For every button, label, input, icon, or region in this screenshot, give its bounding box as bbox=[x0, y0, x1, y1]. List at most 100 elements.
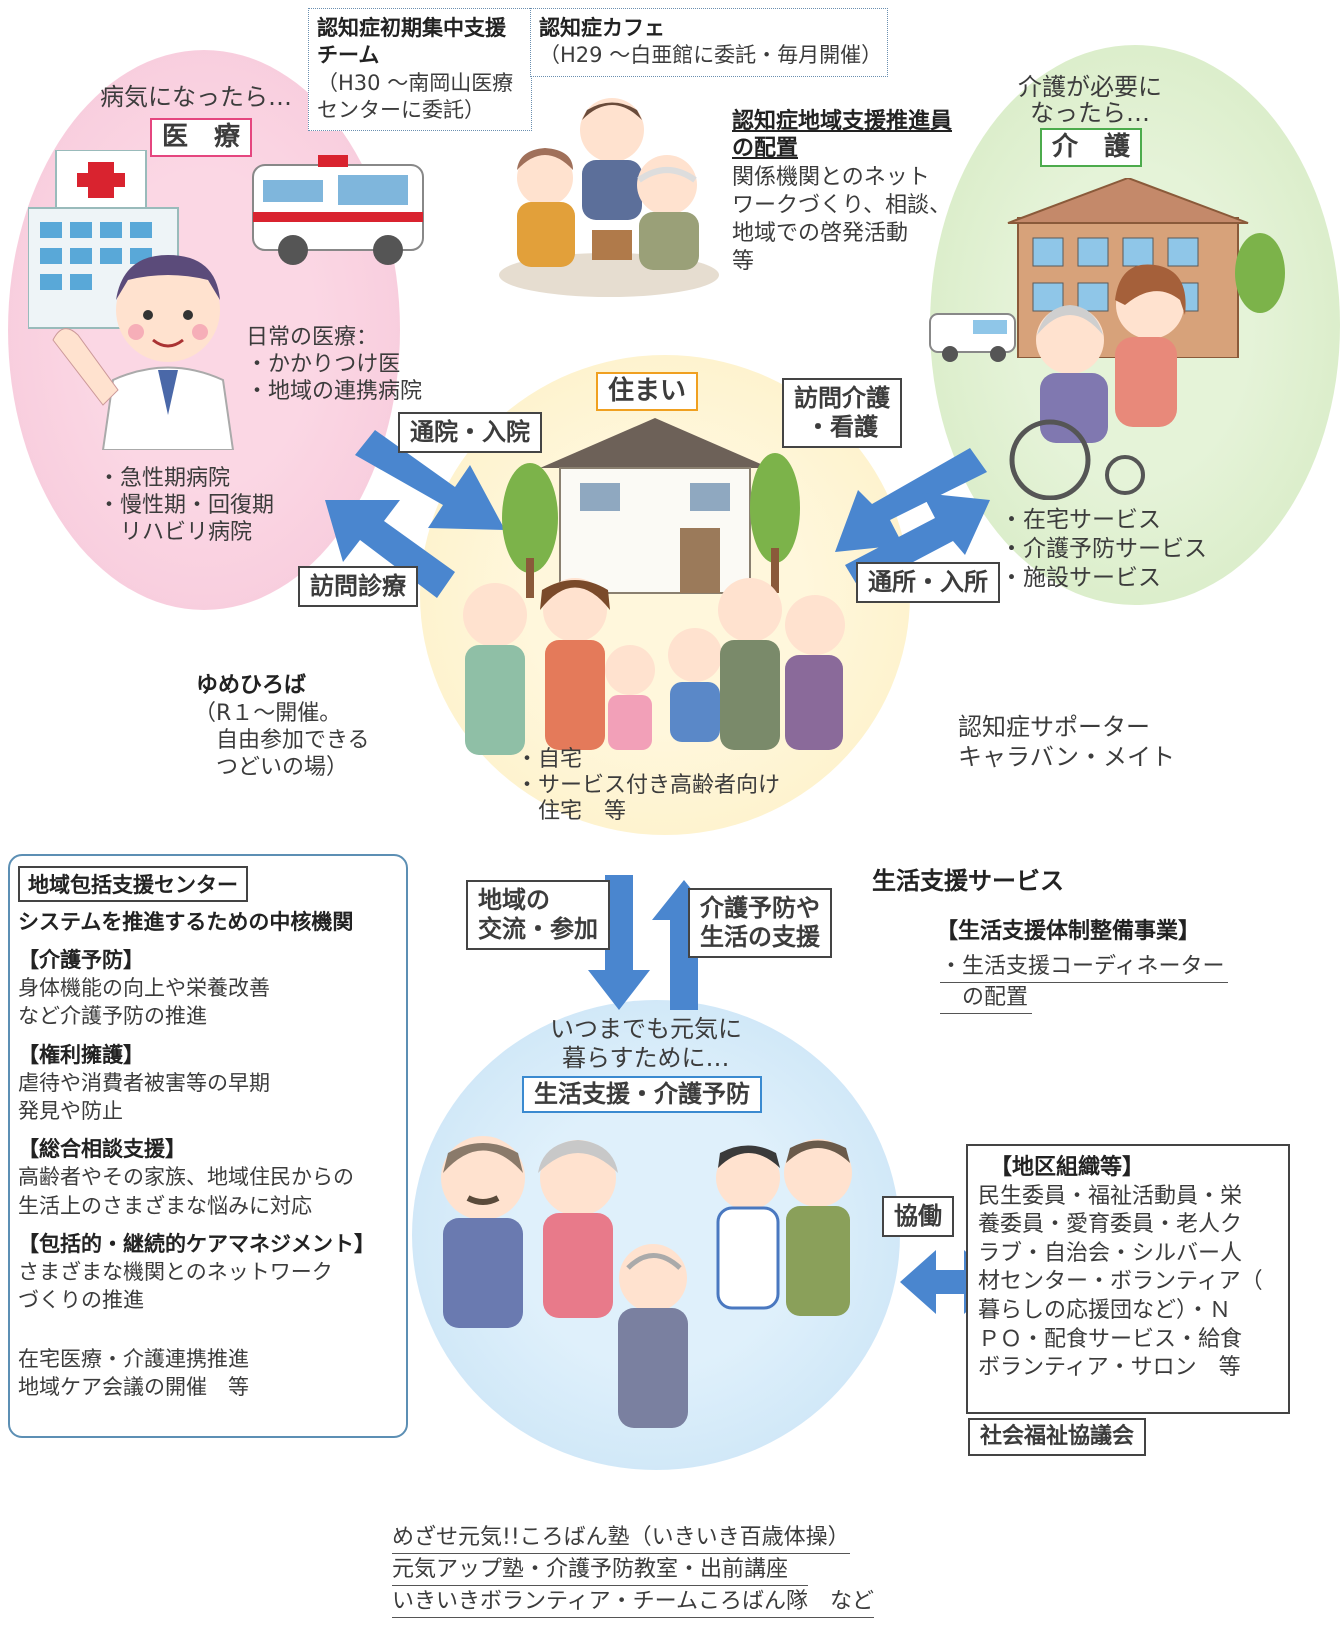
district-line-7: ボランティア・サロン 等 bbox=[978, 1355, 1241, 1381]
council-label: 社会福祉協議会 bbox=[968, 1418, 1147, 1457]
center-footer-1: 在宅医療・介護連携推進 bbox=[18, 1346, 249, 1371]
promoter-line-3: 地域での啓発活動 bbox=[732, 221, 909, 246]
community-label-2: 交流・参加 bbox=[478, 914, 598, 943]
house-illustration bbox=[502, 418, 800, 598]
yumehiroba-title: ゆめひろば bbox=[196, 673, 307, 698]
arrow-visit-care bbox=[835, 448, 987, 552]
yumehiroba-line-3: つどいの場） bbox=[194, 755, 349, 780]
center-section-3-line-1: 高齢者やその家族、地域住民からの bbox=[18, 1165, 354, 1190]
bottom-line-3: いきいきボランティア・チームころばん隊 など bbox=[392, 1588, 875, 1618]
hospital-line-3: リハビリ病院 bbox=[98, 520, 253, 545]
yumehiroba-line-1: （R１～開催。 bbox=[194, 701, 342, 726]
community-center-box: 地域包括支援センター システムを推進するための中核機関 【介護予防】 身体機能の… bbox=[8, 854, 408, 1438]
center-subtitle: システムを推進するための中核機関 bbox=[18, 910, 354, 934]
center-section-2-line-2: 発見や防止 bbox=[18, 1099, 123, 1124]
visit-care-label-2: ・看護 bbox=[806, 412, 878, 441]
district-line-2: 養委員・愛育委員・老人ク bbox=[978, 1212, 1243, 1238]
district-line-4: 材センター・ボランティア（ bbox=[978, 1269, 1263, 1295]
arrow-visit-medical bbox=[325, 500, 455, 598]
visit-care-label: 訪問介護 ・看護 bbox=[782, 378, 902, 448]
center-section-3-head: 【総合相談支援】 bbox=[18, 1137, 186, 1162]
district-line-3: ラブ・自治会・シルバー人 bbox=[978, 1240, 1243, 1266]
visit-care-label-1: 訪問介護 bbox=[794, 384, 890, 412]
hospital-illustration bbox=[28, 150, 179, 329]
cafe-people-illustration bbox=[499, 98, 719, 297]
yumehiroba-line-2: 自由参加できる bbox=[194, 728, 370, 753]
promoter-line-4: 等 bbox=[732, 249, 755, 274]
center-footer-2: 地域ケア会議の開催 等 bbox=[18, 1375, 249, 1400]
district-title: 【地区組織等】 bbox=[990, 1155, 1145, 1180]
ambulance-illustration bbox=[252, 155, 424, 265]
dementia-team-note-2: センターに委託） bbox=[317, 97, 485, 122]
daily-medical-title: 日常の医療： bbox=[246, 325, 379, 350]
family-illustration bbox=[463, 578, 845, 755]
supporter-line-1: 認知症サポーター bbox=[958, 713, 1150, 741]
care-service-1: ・在宅サービス bbox=[1000, 507, 1161, 533]
center-section-3-line-2: 生活上のさまざまな悩みに対応 bbox=[18, 1193, 312, 1218]
center-section-1-head: 【介護予防】 bbox=[18, 948, 144, 972]
life-support-line-1: ・生活支援コーディネーター bbox=[940, 953, 1229, 983]
visit-medical-label: 訪問診療 bbox=[298, 566, 418, 607]
support-label: 介護予防や 生活の支援 bbox=[688, 888, 832, 958]
dementia-team-box: 認知症初期集中支援 チーム （H30 ～南岡山医療 センターに委託） bbox=[308, 8, 532, 132]
housing-item-2: ・サービス付き高齢者向け bbox=[516, 773, 781, 798]
life-support-title: 生活支援サービス bbox=[872, 867, 1064, 895]
dementia-team-title-2: チーム bbox=[317, 43, 380, 68]
care-intro-2: なったら… bbox=[1030, 99, 1150, 127]
support-label-2: 生活の支援 bbox=[700, 922, 820, 951]
dementia-team-note-1: （H30 ～南岡山医療 bbox=[317, 70, 514, 95]
center-section-4-line-2: づくりの推進 bbox=[18, 1288, 144, 1313]
center-section-4-head: 【包括的・継続的ケアマネジメント】 bbox=[18, 1232, 375, 1257]
outpatient-label: 通院・入院 bbox=[398, 412, 542, 453]
center-section-4-line-1: さまざまな機関とのネットワーク bbox=[18, 1260, 333, 1285]
prevention-label: 生活支援・介護予防 bbox=[522, 1076, 762, 1113]
dementia-cafe-title: 認知症カフェ bbox=[539, 16, 665, 40]
wheelchair-illustration bbox=[1009, 264, 1186, 500]
promoter-line-2: ワークづくり、相談、 bbox=[732, 193, 952, 218]
promoter-title-2: の配置 bbox=[732, 136, 799, 161]
housing-item-3: 住宅 等 bbox=[516, 799, 627, 824]
arrow-down bbox=[588, 875, 650, 1010]
center-section-1-line-2: など介護予防の推進 bbox=[18, 1004, 207, 1029]
arrow-outpatient bbox=[355, 430, 505, 530]
daily-medical-item-1: ・かかりつけ医 bbox=[246, 352, 401, 377]
daycare-label: 通所・入所 bbox=[856, 562, 1000, 603]
community-label-1: 地域の bbox=[478, 886, 550, 914]
van-illustration bbox=[929, 313, 1016, 362]
life-support-project: 【生活支援体制整備事業】 bbox=[936, 919, 1201, 944]
care-intro-1: 介護が必要に bbox=[1018, 73, 1162, 101]
promoter-title-1: 認知症地域支援推進員 bbox=[732, 109, 953, 134]
hospital-line-1: ・急性期病院 bbox=[98, 466, 231, 491]
district-line-1: 民生委員・福祉活動員・栄 bbox=[978, 1183, 1243, 1209]
bottom-line-2: 元気アップ塾・介護予防教室・出前講座 bbox=[392, 1556, 809, 1586]
daily-medical-item-2: ・地域の連携病院 bbox=[246, 379, 423, 404]
center-section-2-line-1: 虐待や消費者被害等の早期 bbox=[18, 1070, 270, 1095]
center-title: 地域包括支援センター bbox=[18, 866, 248, 902]
life-support-line-2: の配置 bbox=[940, 984, 1033, 1014]
housing-item-1: ・自宅 bbox=[516, 747, 583, 772]
cooperation-label: 協働 bbox=[882, 1196, 954, 1237]
medical-intro: 病気になったら… bbox=[100, 83, 292, 111]
care-service-3: ・施設サービス bbox=[1000, 565, 1161, 591]
district-line-6: ＰＯ・配食サービス・給食 bbox=[978, 1326, 1243, 1352]
housing-label: 住まい bbox=[596, 372, 699, 412]
center-section-1-line-1: 身体機能の向上や栄養改善 bbox=[18, 976, 270, 1000]
support-label-1: 介護予防や bbox=[700, 894, 820, 922]
prevention-intro-2: 暮らすために… bbox=[562, 1044, 730, 1072]
community-label: 地域の 交流・参加 bbox=[466, 880, 610, 950]
care-label: 介 護 bbox=[1040, 128, 1143, 168]
hospital-line-2: ・慢性期・回復期 bbox=[98, 493, 275, 518]
dementia-cafe-note: （H29 ～白亜館に委託・毎月開催） bbox=[539, 43, 883, 68]
exercise-people-illustration bbox=[441, 1136, 852, 1428]
bottom-line-1: めざせ元気!!ころばん塾（いきいき百歳体操） bbox=[392, 1524, 850, 1554]
medical-label: 医 療 bbox=[150, 118, 253, 158]
district-box: 【地区組織等】 民生委員・福祉活動員・栄 養委員・愛育委員・老人ク ラブ・自治会… bbox=[966, 1144, 1290, 1414]
doctor-illustration bbox=[52, 255, 235, 450]
care-service-2: ・介護予防サービス bbox=[1000, 536, 1207, 562]
dementia-team-title-1: 認知症初期集中支援 bbox=[317, 16, 506, 40]
prevention-intro-1: いつまでも元気に bbox=[550, 1015, 742, 1043]
dementia-cafe-box: 認知症カフェ （H29 ～白亜館に委託・毎月開催） bbox=[530, 8, 888, 77]
center-section-2-head: 【権利擁護】 bbox=[18, 1042, 144, 1067]
promoter-line-1: 関係機関とのネット bbox=[732, 165, 930, 190]
